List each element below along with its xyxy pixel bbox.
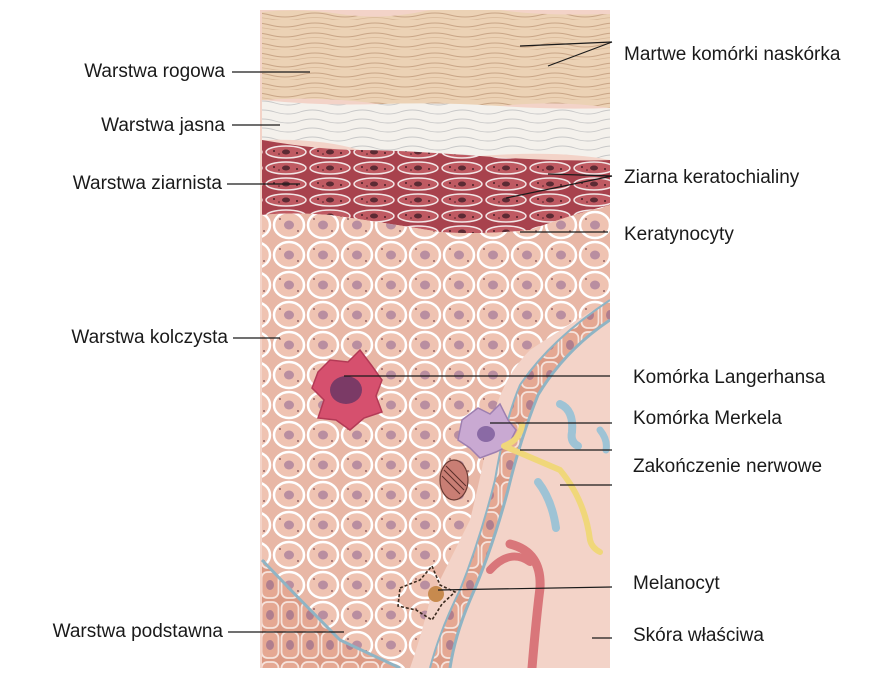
label-melanocyt: Melanocyt <box>633 573 720 595</box>
label-komorka-merkela: Komórka Merkela <box>633 408 782 430</box>
label-skora-wlasciwa: Skóra właściwa <box>633 625 764 647</box>
stratum-corneum <box>262 7 610 108</box>
label-martwe-komorki: Martwe komórki naskórka <box>624 44 840 66</box>
label-warstwa-kolczysta: Warstwa kolczysta <box>71 327 228 349</box>
label-warstwa-ziarnista: Warstwa ziarnista <box>73 173 222 195</box>
label-zakonczenie-nerwowe: Zakończenie nerwowe <box>633 456 822 478</box>
label-komorka-langerhansa: Komórka Langerhansa <box>633 367 825 389</box>
label-warstwa-rogowa: Warstwa rogowa <box>84 61 225 83</box>
label-keratynocyty: Keratynocyty <box>624 224 734 246</box>
label-ziarna-keratochialiny: Ziarna keratochialiny <box>624 167 799 189</box>
label-warstwa-podstawna: Warstwa podstawna <box>53 621 223 643</box>
label-warstwa-jasna: Warstwa jasna <box>101 115 225 137</box>
